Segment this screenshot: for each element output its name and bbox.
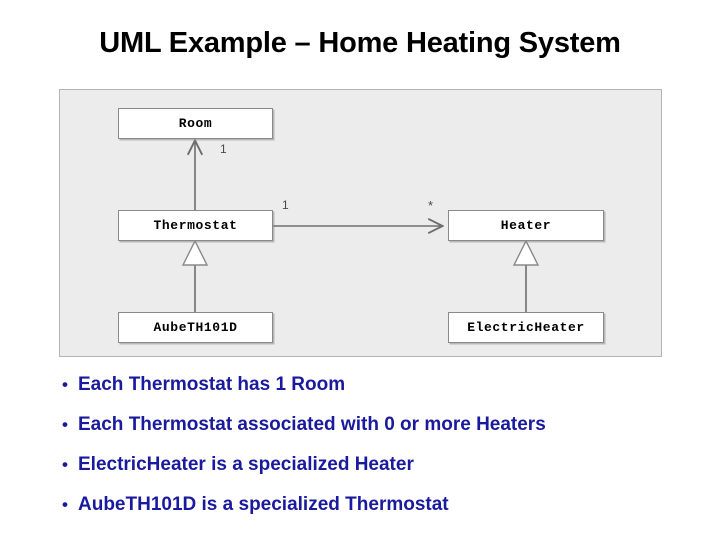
uml-diagram-panel: Room Thermostat AubeTH101D Heater Electr… [59, 89, 662, 357]
gen-triangle-electric-heater [512, 239, 540, 266]
bullet-marker-icon: • [62, 455, 68, 474]
uml-class-heater[interactable]: Heater [448, 210, 604, 241]
bullet-item-1: • Each Thermostat has 1 Room [62, 374, 702, 414]
uml-class-electricheater[interactable]: ElectricHeater [448, 312, 604, 343]
bullet-text: Each Thermostat associated with 0 or mor… [78, 414, 546, 435]
bullet-text: AubeTH101D is a specialized Thermostat [78, 494, 449, 515]
bullet-item-4: • AubeTH101D is a specialized Thermostat [62, 494, 702, 534]
bullet-text: Each Thermostat has 1 Room [78, 374, 346, 395]
gen-triangle-aube-thermostat [181, 239, 209, 266]
multiplicity-thermostat-end: 1 [282, 198, 289, 212]
page-title: UML Example – Home Heating System [99, 27, 621, 59]
multiplicity-room-end: 1 [220, 142, 227, 156]
bullet-marker-icon: • [62, 495, 68, 514]
bullet-marker-icon: • [62, 415, 68, 434]
bullet-text: ElectricHeater is a specialized Heater [78, 454, 414, 475]
bullet-list: • Each Thermostat has 1 Room • Each Ther… [62, 374, 702, 534]
uml-class-thermostat[interactable]: Thermostat [118, 210, 273, 241]
bullet-marker-icon: • [62, 375, 68, 394]
bullet-item-2: • Each Thermostat associated with 0 or m… [62, 414, 702, 454]
bullet-item-3: • ElectricHeater is a specialized Heater [62, 454, 702, 494]
multiplicity-heater-end: * [428, 198, 434, 213]
uml-class-aubeth101d[interactable]: AubeTH101D [118, 312, 273, 343]
uml-class-room[interactable]: Room [118, 108, 273, 139]
